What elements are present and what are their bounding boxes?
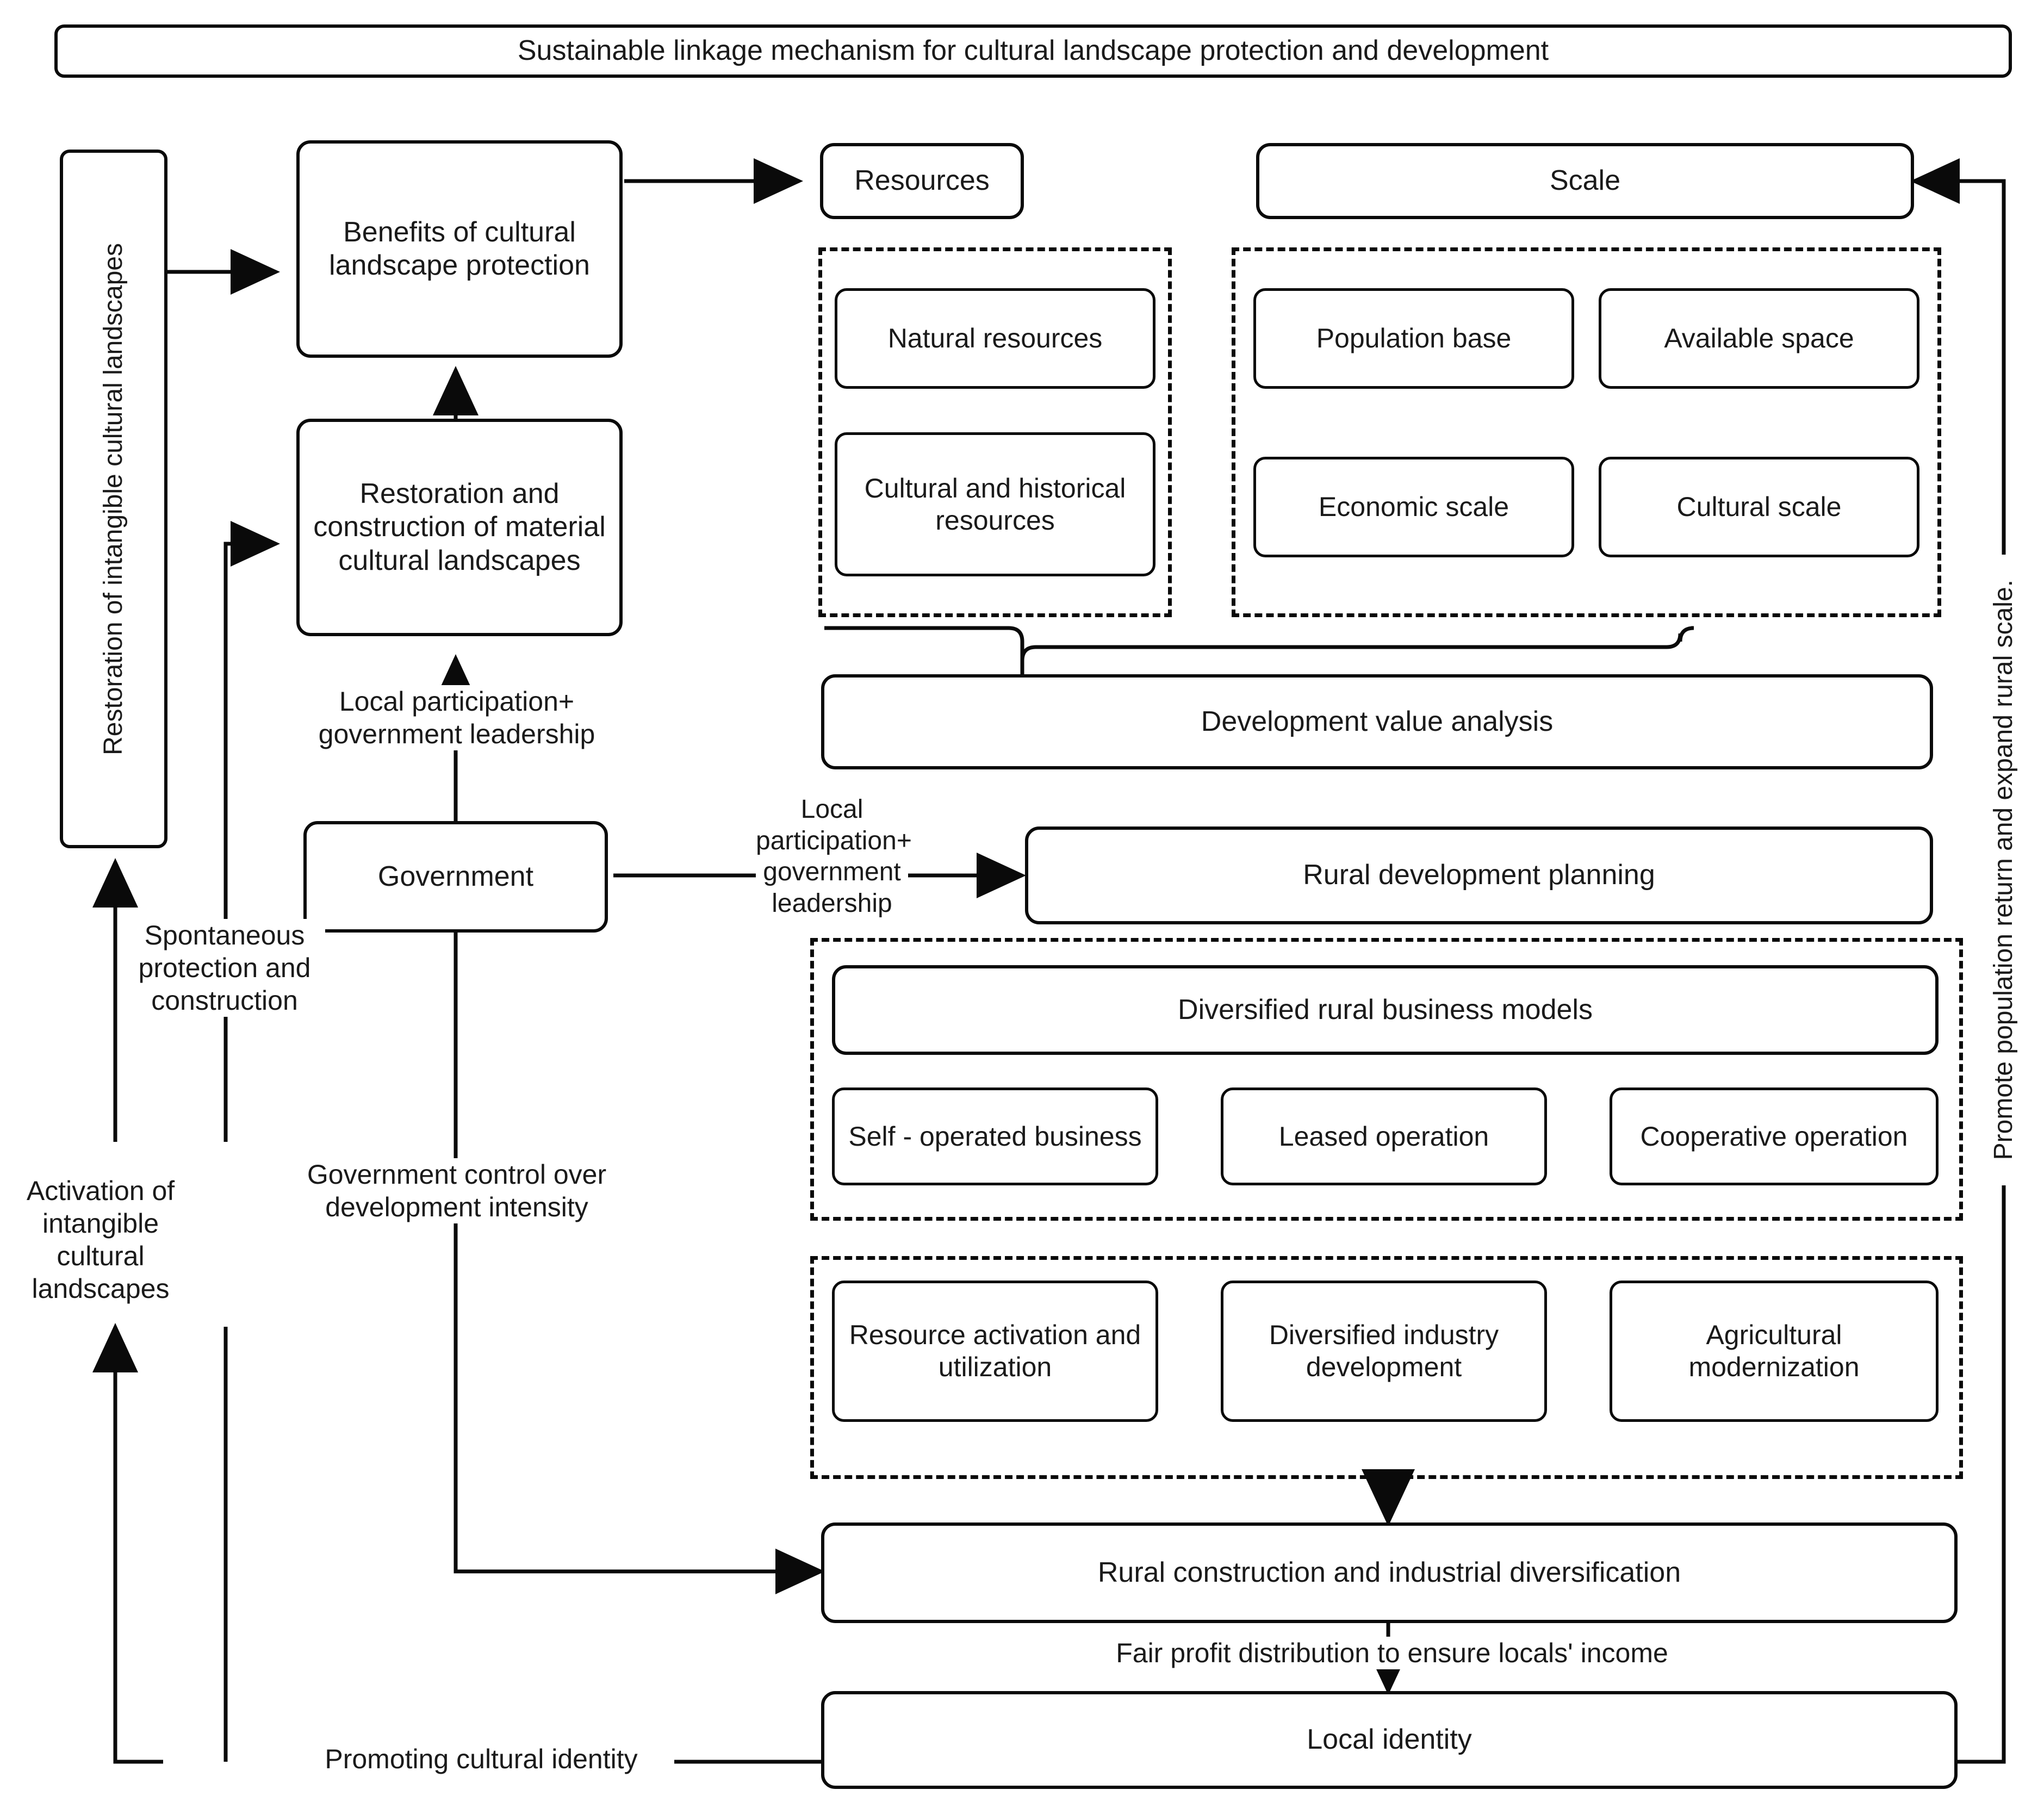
node-diversified-rural-business-models[interactable]: Diversified rural business models (832, 965, 1939, 1055)
node-development-value-analysis[interactable]: Development value analysis (821, 674, 1933, 769)
node-diversified-industry-development[interactable]: Diversified industry development (1221, 1281, 1547, 1422)
group-industry-dashed (810, 1256, 1963, 1479)
node-rural-development-planning[interactable]: Rural development planning (1025, 826, 1933, 924)
node-scale[interactable]: Scale (1256, 143, 1914, 219)
edge-label-spontaneous-protection-and-construction: Spontaneous protection and construction (124, 919, 325, 1017)
edge-label-promote-population-return: Promote population return and expand rur… (1966, 555, 2042, 1185)
edge-label-fair-profit-distribution: Fair profit distribution to ensure local… (1017, 1637, 1767, 1669)
node-leased-operation[interactable]: Leased operation (1221, 1087, 1547, 1185)
group-business-models-dashed (810, 938, 1963, 1221)
node-benefits-of-cultural-landscape-protection[interactable]: Benefits of cultural landscape protectio… (296, 140, 623, 358)
node-economic-scale[interactable]: Economic scale (1253, 457, 1574, 557)
wire-identity-to-intangible-box (92, 1323, 163, 1764)
node-self-operated-business[interactable]: Self - operated business (832, 1087, 1158, 1185)
node-available-space[interactable]: Available space (1599, 288, 1919, 389)
node-cultural-and-historical-resources[interactable]: Cultural and historical resources (835, 432, 1155, 576)
wire-rail-to-material (223, 521, 280, 1142)
node-natural-resources[interactable]: Natural resources (835, 288, 1155, 389)
edge-label-government-control-over-development-intensity: Government control over development inte… (272, 1158, 642, 1223)
edge-label-text: Promote population return and expand rur… (1989, 580, 2018, 1160)
edge-label-promoting-cultural-identity: Promoting cultural identity (288, 1743, 674, 1775)
edge-label-activation-of-intangible-cultural-landscapes: Activation of intangible cultural landsc… (11, 1174, 190, 1305)
node-rural-construction-and-industrial-diversification[interactable]: Rural construction and industrial divers… (821, 1522, 1958, 1623)
edge-label-local-participation-government-leadership-1: Local participation+ government leadersh… (294, 685, 620, 750)
edge-label-local-participation-government-leadership-2: Local participation+ government leadersh… (756, 794, 912, 919)
node-local-identity[interactable]: Local identity (821, 1691, 1958, 1789)
wire-government-control (453, 933, 825, 1594)
node-agricultural-modernization[interactable]: Agricultural modernization (1610, 1281, 1939, 1422)
group-resources-dashed (818, 247, 1172, 617)
wire-identity-right-up (1958, 1174, 2006, 1764)
node-resources[interactable]: Resources (820, 143, 1024, 219)
node-label: Restoration of intangible cultural lands… (99, 243, 128, 755)
node-cooperative-operation[interactable]: Cooperative operation (1610, 1087, 1939, 1185)
node-government[interactable]: Government (303, 821, 608, 933)
node-cultural-scale[interactable]: Cultural scale (1599, 457, 1919, 557)
node-restoration-and-construction-of-material-cultural-landscapes[interactable]: Restoration and construction of material… (296, 419, 623, 636)
node-restoration-of-intangible-cultural-landscapes[interactable]: Restoration of intangible cultural lands… (60, 150, 167, 848)
group-scale-dashed (1232, 247, 1941, 617)
node-resource-activation-and-utilization[interactable]: Resource activation and utilization (832, 1281, 1158, 1422)
page-title: Sustainable linkage mechanism for cultur… (54, 24, 2012, 78)
node-population-base[interactable]: Population base (1253, 288, 1574, 389)
